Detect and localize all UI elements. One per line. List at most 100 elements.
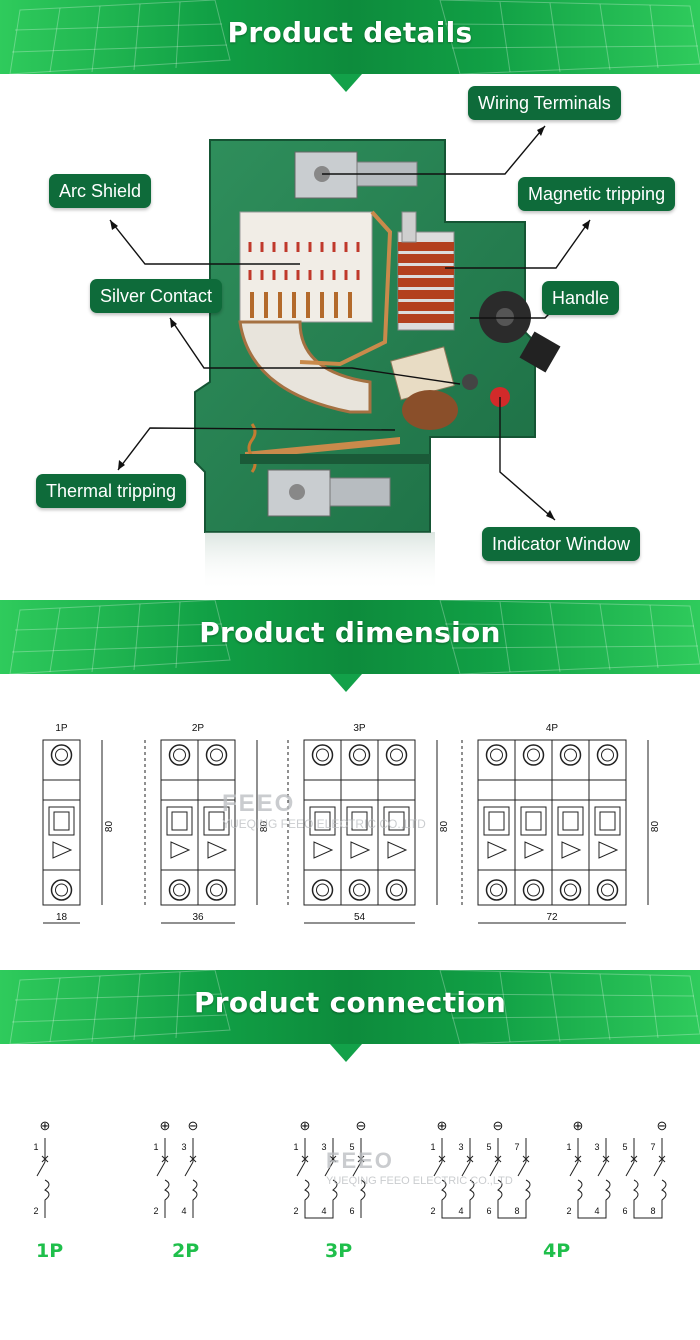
indicator-arrow [207,841,228,859]
section-title-connection: Product connection [193,986,507,1019]
terminal-screw [311,744,334,766]
terminal-screw-inner [316,748,329,762]
banner-pointer [330,1044,362,1062]
pole-contact [433,1161,447,1218]
terminal-number-bottom: 6 [349,1206,354,1216]
bridge-link [577,1210,607,1219]
banner-product-dimension: Product dimension [0,600,700,674]
indicator-arrow [170,841,191,859]
terminal-number-top: 1 [566,1142,571,1152]
pole-contact [517,1161,531,1218]
terminal-screw-inner [210,748,223,762]
pole-label-4p: 4P [543,1240,571,1262]
width-dimension-text: 36 [192,912,204,923]
terminal-number-bottom: 2 [293,1206,298,1216]
callout-handle: Handle [542,281,620,315]
terminal-screw-inner [353,883,366,897]
terminal-number-top: 7 [650,1142,655,1152]
terminal-number-bottom: 2 [430,1206,435,1216]
indicator-arrow [524,841,545,859]
terminal-number-bottom: 2 [33,1206,38,1216]
switch-mark [329,1155,337,1163]
terminal-screw [559,744,582,766]
terminal-screw-inner [390,748,403,762]
module-label: 4P [546,723,559,734]
terminal-screw-inner [601,748,614,762]
terminal-screw-inner [527,883,540,897]
pole-contact [461,1161,475,1218]
height-dimension-text: 80 [104,821,115,833]
terminal-screw [596,744,619,766]
terminal-number-top: 1 [153,1142,158,1152]
toggle-lever [388,811,405,831]
terminal-number-bottom: 8 [650,1206,655,1216]
terminal-screw [522,744,545,766]
switch-mark [494,1155,502,1163]
switch-mark [574,1155,582,1163]
terminal-screw [385,744,408,766]
terminal-screw [205,879,228,901]
indicator-arrow [598,841,619,859]
plus-terminal-symbol: ⊕ [160,1118,171,1133]
terminal-screw-inner [490,883,503,897]
terminal-number-bottom: 4 [594,1206,599,1216]
switch-mark [357,1155,365,1163]
terminal-screw-inner [564,883,577,897]
section-title-dimension: Product dimension [199,616,501,649]
toggle-lever [599,811,616,831]
solar-panel-decoration [9,970,700,1044]
minus-terminal-symbol: ⊖ [188,1118,199,1133]
solar-panel-decoration [9,0,700,74]
connection-diagram-1: 12⊕ [33,1118,50,1218]
switch-mark [189,1155,197,1163]
banner-product-connection: Product connection [0,970,700,1044]
solar-panel-decoration [9,600,700,674]
plus-terminal-symbol: ⊕ [300,1118,311,1133]
terminal-screw-inner [564,748,577,762]
terminal-screw [485,744,508,766]
height-dimension-text: 80 [650,821,661,833]
plus-terminal-symbol: ⊕ [437,1118,448,1133]
terminal-screw-inner [353,748,366,762]
module-label: 3P [353,723,366,734]
switch-mark [466,1155,474,1163]
terminal-screw [348,879,371,901]
minus-terminal-symbol: ⊖ [657,1118,668,1133]
indicator-arrow [52,841,73,859]
terminal-number-top: 5 [349,1142,354,1152]
pole-contact [569,1161,583,1218]
toggle-lever [525,811,542,831]
pole-contact [597,1161,611,1218]
terminal-screw-inner [490,748,503,762]
terminal-screw-inner [55,883,68,897]
watermark-company: YUEQING FEEO ELECTRIC CO.,LTD [222,817,426,831]
banner-pointer [330,674,362,692]
terminal-screw [168,744,191,766]
bridge-link [633,1210,663,1219]
terminal-screw-inner [55,748,68,762]
height-dimension-text: 80 [259,821,270,833]
terminal-screw-inner [173,748,186,762]
terminal-screw [50,879,73,901]
bridge-link [304,1210,334,1219]
terminal-number-bottom: 6 [622,1206,627,1216]
terminal-number-bottom: 6 [486,1206,491,1216]
callout-indicator-window: Indicator Window [482,527,641,561]
pole-contact [36,1161,50,1218]
watermark-logo: FEEO [222,790,296,817]
width-dimension-text: 54 [354,912,366,923]
terminal-screw-inner [316,883,329,897]
terminal-number-top: 1 [33,1142,38,1152]
terminal-screw [348,744,371,766]
terminal-number-top: 3 [181,1142,186,1152]
pole-contact [156,1161,170,1218]
terminal-number-top: 1 [293,1142,298,1152]
watermark-logo: FEEO [326,1148,394,1173]
banner-pointer [330,74,362,92]
